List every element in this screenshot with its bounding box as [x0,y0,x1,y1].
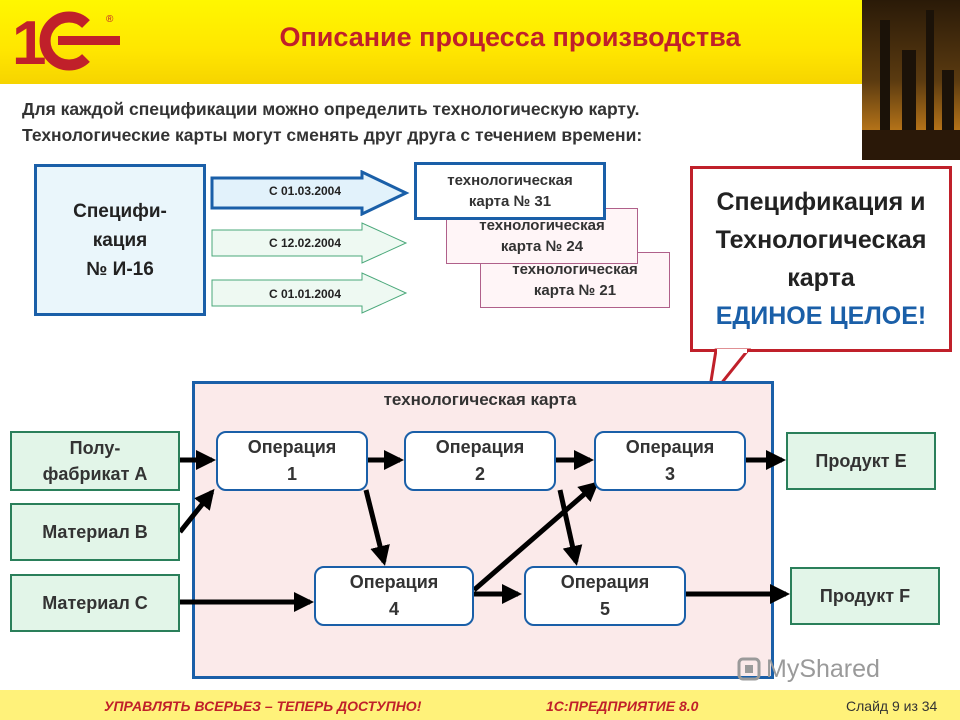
tech-card-31: технологическая карта № 31 [414,162,606,220]
operation-3-number: 3 [664,464,675,484]
tech-card-21-line-2: карта № 21 [533,282,617,299]
callout-line-3: карта [787,264,855,292]
slide-counter: Слайд 9 из 34 [846,698,938,714]
input-a-line-2: фабрикат А [42,464,148,484]
input-material-b: Материал В [10,503,180,561]
date-arrow-label-3: С 01.01.2004 [268,287,342,301]
operation-4-label: Операция [349,572,439,592]
date-arrow-label-2: С 12.02.2004 [268,236,342,250]
watermark-text: MyShared [766,655,880,683]
input-material-c: Материал С [10,574,180,632]
callout-line-1: Спецификация и [716,188,926,216]
callout-box: Спецификация и Технологическая карта ЕДИ… [690,166,952,352]
output-product-e: Продукт E [786,432,936,490]
intro-text: Для каждой спецификации можно определить… [22,96,862,148]
tech-card-21-line-1: технологическая [512,261,638,278]
svg-text:®: ® [106,14,114,25]
callout-line-4: ЕДИНОЕ ЦЕЛОЕ! [715,302,927,330]
flow-arrows [178,450,790,612]
arrow-op4-to-op3 [472,481,600,592]
arrow-op1-to-op4 [363,489,390,566]
operation-2-label: Операция [435,437,525,457]
footer-product: 1С:ПРЕДПРИЯТИЕ 8.0 [546,698,699,714]
operation-5-label: Операция [560,572,650,592]
refinery-photo [862,0,960,160]
operation-5-number: 5 [599,599,610,619]
date-arrow-3 [211,272,408,314]
date-arrow-2 [211,222,408,264]
specification-box: Специфи- кация № И-16 [34,164,206,316]
operation-4-number: 4 [388,599,399,619]
arrow-op2-to-op5 [557,489,583,566]
tech-card-31-line-2: карта № 31 [468,193,552,210]
operation-3: Операция 3 [594,431,746,491]
tech-map-label: технологическая карта [383,390,577,409]
operation-1-number: 1 [286,464,297,484]
spec-line-1: Специфи- [73,200,167,222]
intro-line-1: Для каждой спецификации можно определить… [22,99,640,119]
footer-bar [0,690,960,720]
operation-2-number: 2 [474,464,485,484]
footer-slogan: УПРАВЛЯТЬ ВСЕРЬЕЗ – ТЕПЕРЬ ДОСТУПНО! [104,698,422,714]
arrow-b-to-op1 [178,488,215,534]
spec-line-3: № И-16 [86,258,154,280]
output-product-f: Продукт F [790,567,940,625]
page-title: Описание процесса производства [279,22,741,52]
tech-card-24-line-1: технологическая [479,217,605,234]
callout-line-2: Технологическая [715,226,927,254]
1c-logo: 1 ® [8,6,128,78]
date-arrow-1 [210,170,410,216]
tech-card-31-line-1: технологическая [447,172,573,189]
input-a-line-1: Полу- [69,438,121,458]
tech-map-frame [192,381,774,679]
tech-card-24-line-2: карта № 24 [500,238,584,255]
spec-line-2: кация [92,229,148,251]
input-semifinished-a: Полу- фабрикат А [10,431,180,491]
operation-2: Операция 2 [404,431,556,491]
operation-1-label: Операция [247,437,337,457]
date-arrow-label-1: С 01.03.2004 [268,184,342,198]
intro-line-2: Технологические карты могут сменять друг… [22,125,643,145]
operation-5: Операция 5 [524,566,686,626]
operation-4: Операция 4 [314,566,474,626]
header-bar [0,0,960,84]
myshared-logo-icon [737,657,761,681]
operation-1: Операция 1 [216,431,368,491]
operation-3-label: Операция [625,437,715,457]
